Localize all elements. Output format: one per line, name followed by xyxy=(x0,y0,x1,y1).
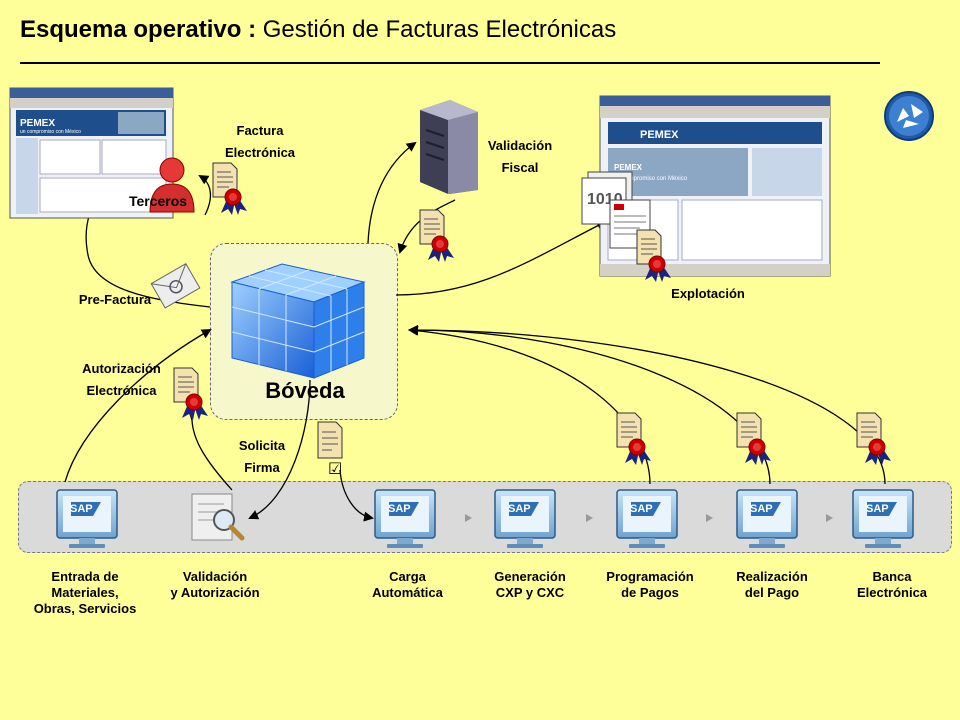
svg-text:SAP: SAP xyxy=(508,503,531,515)
email-envelope-icon xyxy=(150,263,201,309)
sealed-document-icon-banca xyxy=(856,412,892,466)
title-underline xyxy=(20,62,880,64)
checkbox-icon: ☑ xyxy=(328,459,342,478)
label-pre-factura: Pre-Factura xyxy=(78,292,152,307)
sap-monitor-icon: SAP xyxy=(494,489,556,549)
sealed-document-icon-realizacion xyxy=(736,412,772,466)
step-arrows xyxy=(465,514,833,522)
brand-text-right-2: PEMEX xyxy=(614,163,643,172)
svg-text:SAP: SAP xyxy=(630,503,653,515)
magnifier-document-icon xyxy=(191,493,245,541)
sap-monitor-icon: SAP xyxy=(374,489,436,549)
person-icon xyxy=(149,157,195,213)
signature-document-icon xyxy=(317,421,343,459)
sap-monitor-icon: SAP xyxy=(852,489,914,549)
svg-text:SAP: SAP xyxy=(866,503,889,515)
sap-monitor-icon: SAP xyxy=(736,489,798,549)
cube-icon xyxy=(230,263,366,379)
sealed-document-icon-factura xyxy=(212,162,248,216)
recycle-icon xyxy=(884,91,934,141)
slogan-text: un compromiso con México xyxy=(20,129,81,135)
page-title: Esquema operativo : Gestión de Facturas … xyxy=(20,16,617,43)
sealed-document-icon-programacion xyxy=(616,412,652,466)
sap-monitor-icon: SAP xyxy=(616,489,678,549)
sap-step-icons: SAP SAP SAP SAP SAP SAP xyxy=(56,489,914,549)
label-terceros: Terceros xyxy=(128,193,188,209)
portal-screenshot-right: PEMEX PEMEX un compromiso con México xyxy=(599,95,831,277)
brand-text-right: PEMEX xyxy=(640,129,679,141)
portal-screenshot-left: PEMEX un compromiso con México xyxy=(9,87,174,219)
server-icon xyxy=(420,100,478,194)
label-boveda: Bóveda xyxy=(265,378,345,403)
sealed-document-icon-autorizacion xyxy=(173,367,209,421)
sap-monitor-icon: SAP xyxy=(56,489,118,549)
sealed-document-icon-fiscal xyxy=(419,209,455,263)
label-explotacion: Explotación xyxy=(671,286,745,301)
svg-text:SAP: SAP xyxy=(388,503,411,515)
svg-text:SAP: SAP xyxy=(750,503,773,515)
slogan-text-right: un compromiso con México xyxy=(614,176,688,182)
svg-text:SAP: SAP xyxy=(70,503,93,515)
brand-text: PEMEX xyxy=(20,118,55,129)
